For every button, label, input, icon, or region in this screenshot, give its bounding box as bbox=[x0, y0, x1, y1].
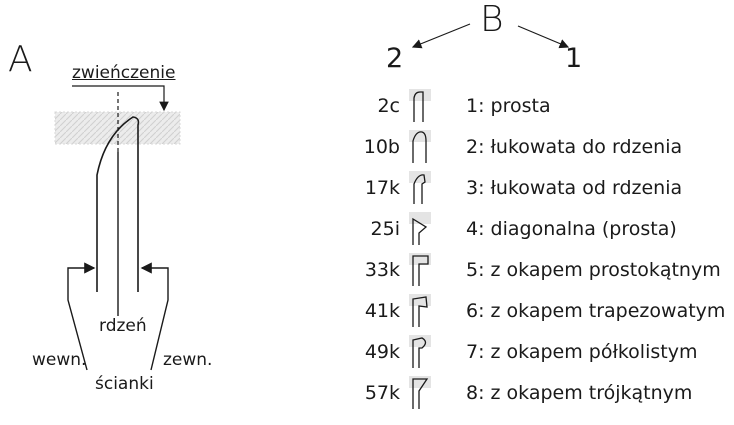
rim-type-description: 2: łukowata do rdzenia bbox=[466, 136, 683, 158]
label-rdzen: rdzeń bbox=[99, 316, 147, 336]
rim-profile-icon bbox=[409, 89, 431, 122]
rim-profile bbox=[96, 116, 140, 292]
rim-profile-icon bbox=[409, 253, 431, 286]
rim-type-description: 3: łukowata od rdzenia bbox=[466, 177, 683, 199]
arrow-label-1: 1 bbox=[565, 43, 583, 74]
rim-profile-icon bbox=[409, 130, 431, 163]
rim-type-description: 8: z okapem trójkątnym bbox=[466, 382, 693, 404]
rim-profile-icon bbox=[409, 212, 431, 245]
outer-wall-line bbox=[150, 267, 169, 371]
rim-type-description: 5: z okapem prostokątnym bbox=[466, 259, 721, 281]
label-zewn: zewn. bbox=[163, 350, 213, 370]
rim-profile-icon bbox=[409, 294, 431, 327]
rim-type-description: 4: diagonalna (prosta) bbox=[466, 218, 677, 240]
rim-type-row: 25i 4: diagonalna (prosta) bbox=[0, 209, 734, 249]
rim-type-row: 33k 5: z okapem prostokątnym bbox=[0, 250, 734, 290]
label-zwienczenie: zwieńczenie bbox=[72, 63, 176, 83]
rim-type-description: 6: z okapem trapezowatym bbox=[466, 300, 726, 322]
rim-profile-icon bbox=[409, 376, 431, 409]
rim-type-code: 17k bbox=[364, 177, 400, 199]
rim-type-row: 17k 3: łukowata od rdzenia bbox=[0, 168, 734, 208]
label-wewn: wewn. bbox=[32, 350, 87, 370]
rim-type-row: 10b 2: łukowata do rdzenia bbox=[0, 127, 734, 167]
inner-wall-line bbox=[67, 267, 88, 371]
arrow-to-2 bbox=[411, 23, 471, 49]
rim-type-code: 57k bbox=[364, 382, 400, 404]
rim-profile-icon bbox=[409, 335, 431, 368]
arrow-label-2: 2 bbox=[386, 43, 404, 74]
rim-type-row: 41k 6: z okapem trapezowatym bbox=[0, 291, 734, 331]
rim-type-code: 49k bbox=[364, 341, 400, 363]
panel-a-letter: A bbox=[8, 39, 33, 80]
panel-b-letter: B bbox=[480, 0, 504, 40]
rim-type-code: 10b bbox=[363, 136, 400, 158]
rim-type-row: 57k 8: z okapem trójkątnym bbox=[0, 373, 734, 413]
rim-type-description: 7: z okapem półkolistym bbox=[466, 341, 698, 363]
rim-type-row: 2c 1: prosta bbox=[0, 86, 734, 126]
arrow-to-1 bbox=[517, 25, 570, 49]
label-scianki: ścianki bbox=[95, 374, 154, 394]
rim-type-code: 41k bbox=[364, 300, 400, 322]
crown-pointer bbox=[72, 85, 169, 112]
rim-type-row: 49k 7: z okapem półkolistym bbox=[0, 332, 734, 372]
rim-type-code: 2c bbox=[377, 95, 400, 117]
rim-profile-icon bbox=[409, 171, 431, 204]
rim-type-description: 1: prosta bbox=[466, 95, 551, 117]
rim-type-code: 33k bbox=[364, 259, 400, 281]
rim-type-code: 25i bbox=[370, 218, 400, 240]
